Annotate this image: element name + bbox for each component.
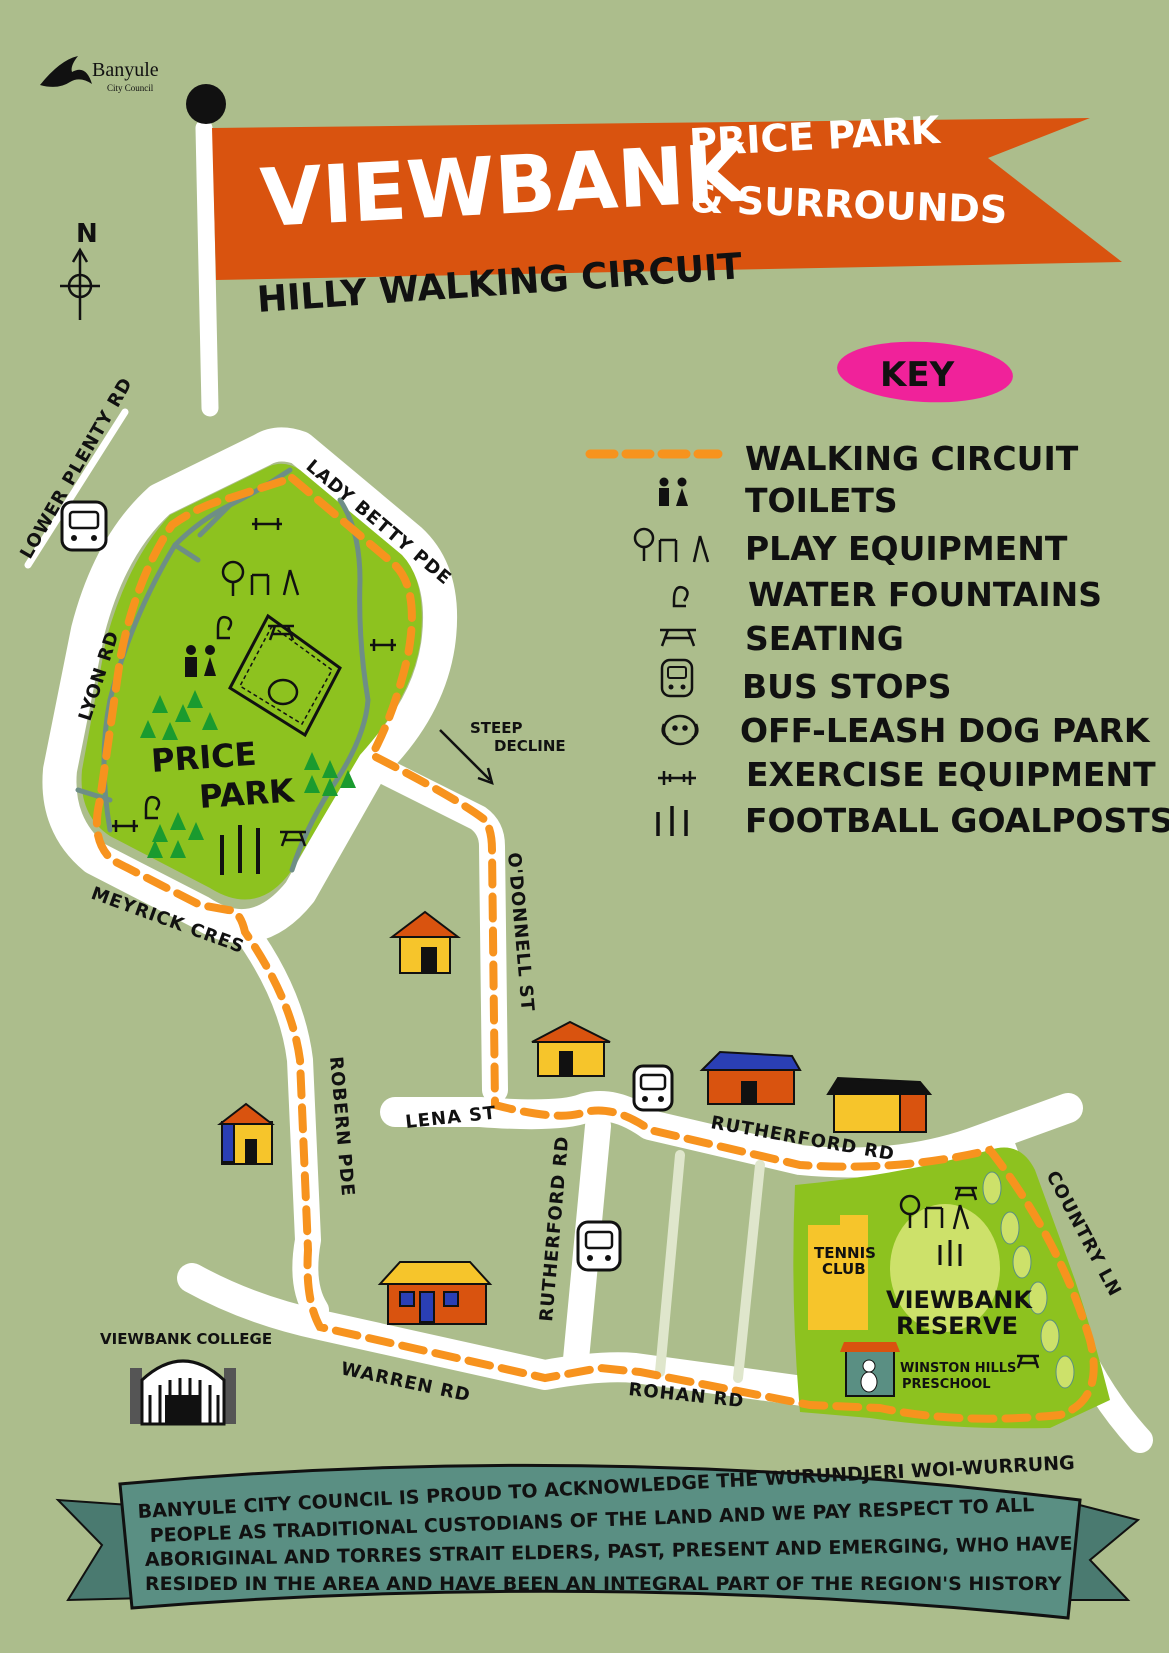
house-1	[389, 910, 461, 974]
key-seating-icon	[660, 628, 696, 647]
park-exercise-icon	[252, 518, 282, 530]
reserve-goalposts-icon	[938, 1240, 962, 1266]
park-play-equipment-icon	[221, 560, 300, 596]
park-exercise-icon	[370, 639, 396, 651]
key-label-walking-circuit: WALKING CIRCUIT	[745, 439, 1079, 478]
key-label-dog-park: OFF-LEASH DOG PARK	[740, 711, 1151, 750]
houses	[217, 910, 933, 1325]
map-bus-stop-icon	[60, 500, 108, 552]
park-fountain-icon	[216, 615, 233, 640]
title-flag: VIEWBANK PRICE PARK & SURROUNDS HILLY WA…	[186, 84, 1122, 417]
key-label-toilets: TOILETS	[745, 481, 898, 520]
walking-circuit-route	[92, 473, 1098, 1423]
park-seating-icon	[280, 830, 307, 847]
key-label-seating: SEATING	[745, 619, 904, 658]
logo-name: Banyule	[92, 59, 159, 81]
park-seating-icon	[268, 624, 295, 641]
road-warren-rohan	[177, 1263, 825, 1407]
key-play-equipment-icon	[633, 527, 710, 563]
label-preschool-line2: PRESCHOOL	[902, 1377, 991, 1392]
logo-subtitle: City Council	[107, 83, 154, 93]
banyule-logo: Banyule City Council	[40, 56, 159, 93]
key-label-exercise-equipment: EXERCISE EQUIPMENT	[746, 755, 1156, 794]
key-exercise-equipment-icon	[658, 771, 696, 785]
acknowledgement-line-4: RESIDED IN THE AREA AND HAVE BEEN AN INT…	[145, 1573, 1062, 1595]
road-park-ring	[42, 427, 458, 944]
label-price-park-line1: PRICE	[150, 735, 258, 780]
compass-arrow-icon	[71, 247, 89, 263]
label-steep-line1: STEEP	[470, 719, 523, 737]
map-bus-stop-icon	[576, 1220, 622, 1272]
park-trees	[140, 690, 356, 858]
off-leash-dog-park	[228, 613, 342, 738]
reserve-amenities	[899, 1186, 1040, 1369]
compass-north-label: N	[76, 219, 98, 249]
house-6	[377, 1261, 493, 1325]
label-viewbank-college: VIEWBANK COLLEGE	[100, 1330, 272, 1348]
house-5	[217, 1102, 275, 1165]
dog-face-icon	[267, 678, 299, 706]
viewbank-college-gate-icon	[130, 1359, 236, 1426]
north-compass: N	[60, 219, 100, 320]
road-lower-plenty	[24, 408, 129, 569]
steep-decline-arrow-icon	[439, 729, 494, 785]
house-4	[826, 1076, 933, 1133]
label-odonnell-st: O'DONNELL ST	[503, 852, 538, 1013]
price-park-area	[81, 463, 422, 900]
label-robern-pde: ROBERN PDE	[325, 1056, 358, 1198]
key-heading-highlight	[837, 341, 1013, 403]
place-labels: PRICE PARK STEEP DECLINE VIEWBANK COLLEG…	[100, 719, 1033, 1392]
reserve-play-equipment-icon	[899, 1194, 970, 1230]
key-label-football-goalposts: FOOTBALL GOALPOSTS	[745, 801, 1169, 840]
label-rutherford-rd-vertical: RUTHERFORD RD	[536, 1135, 573, 1323]
flag-pole	[195, 119, 219, 417]
reserve-oval	[890, 1204, 1000, 1332]
key-label-bus-stops: BUS STOPS	[742, 667, 952, 706]
park-fountain-icon	[144, 795, 161, 820]
house-3	[699, 1050, 802, 1105]
title-banner	[212, 118, 1122, 280]
reserve-seating-icon	[1016, 1354, 1040, 1369]
key-heading: KEY	[880, 355, 955, 395]
preschool-building	[840, 1342, 900, 1397]
label-tennis-club-line2: CLUB	[822, 1260, 866, 1278]
map-key: KEY WALKING CIRCUIT TOILETS PLAY EQUIPME…	[585, 341, 1169, 840]
label-steep-line2: DECLINE	[494, 737, 566, 755]
house-2	[531, 1020, 611, 1077]
park-toilets-icon	[185, 645, 216, 677]
key-football-goalposts-icon	[656, 806, 688, 836]
flag-pole-knob	[186, 84, 226, 124]
reserve-seating-icon	[954, 1186, 978, 1201]
label-preschool-line1: WINSTON HILLS	[900, 1361, 1016, 1376]
park-exercise-icon	[112, 820, 138, 832]
acknowledgement-banner: BANYULE CITY COUNCIL IS PROUD TO ACKNOWL…	[55, 1452, 1141, 1620]
road-lanes	[655, 1150, 765, 1383]
banyule-logo-bird-icon	[40, 56, 92, 87]
label-reserve-line1: VIEWBANK	[886, 1286, 1033, 1314]
label-reserve-line2: RESERVE	[896, 1312, 1018, 1340]
park-amenities	[112, 518, 396, 875]
tennis-club-court	[808, 1215, 868, 1330]
key-label-play-equipment: PLAY EQUIPMENT	[745, 529, 1068, 568]
key-label-water-fountains: WATER FOUNTAINS	[748, 575, 1102, 614]
map-bus-stop-icon	[632, 1064, 674, 1112]
park-goalposts-icon	[220, 825, 260, 875]
label-price-park-line2: PARK	[198, 771, 296, 816]
key-dog-park-icon	[661, 714, 699, 746]
label-tennis-club-line1: TENNIS	[814, 1244, 876, 1262]
reserve-trees	[982, 1171, 1075, 1389]
key-water-fountain-icon	[672, 586, 689, 608]
key-bus-stop-icon	[660, 658, 694, 698]
key-toilets-icon	[659, 477, 688, 506]
